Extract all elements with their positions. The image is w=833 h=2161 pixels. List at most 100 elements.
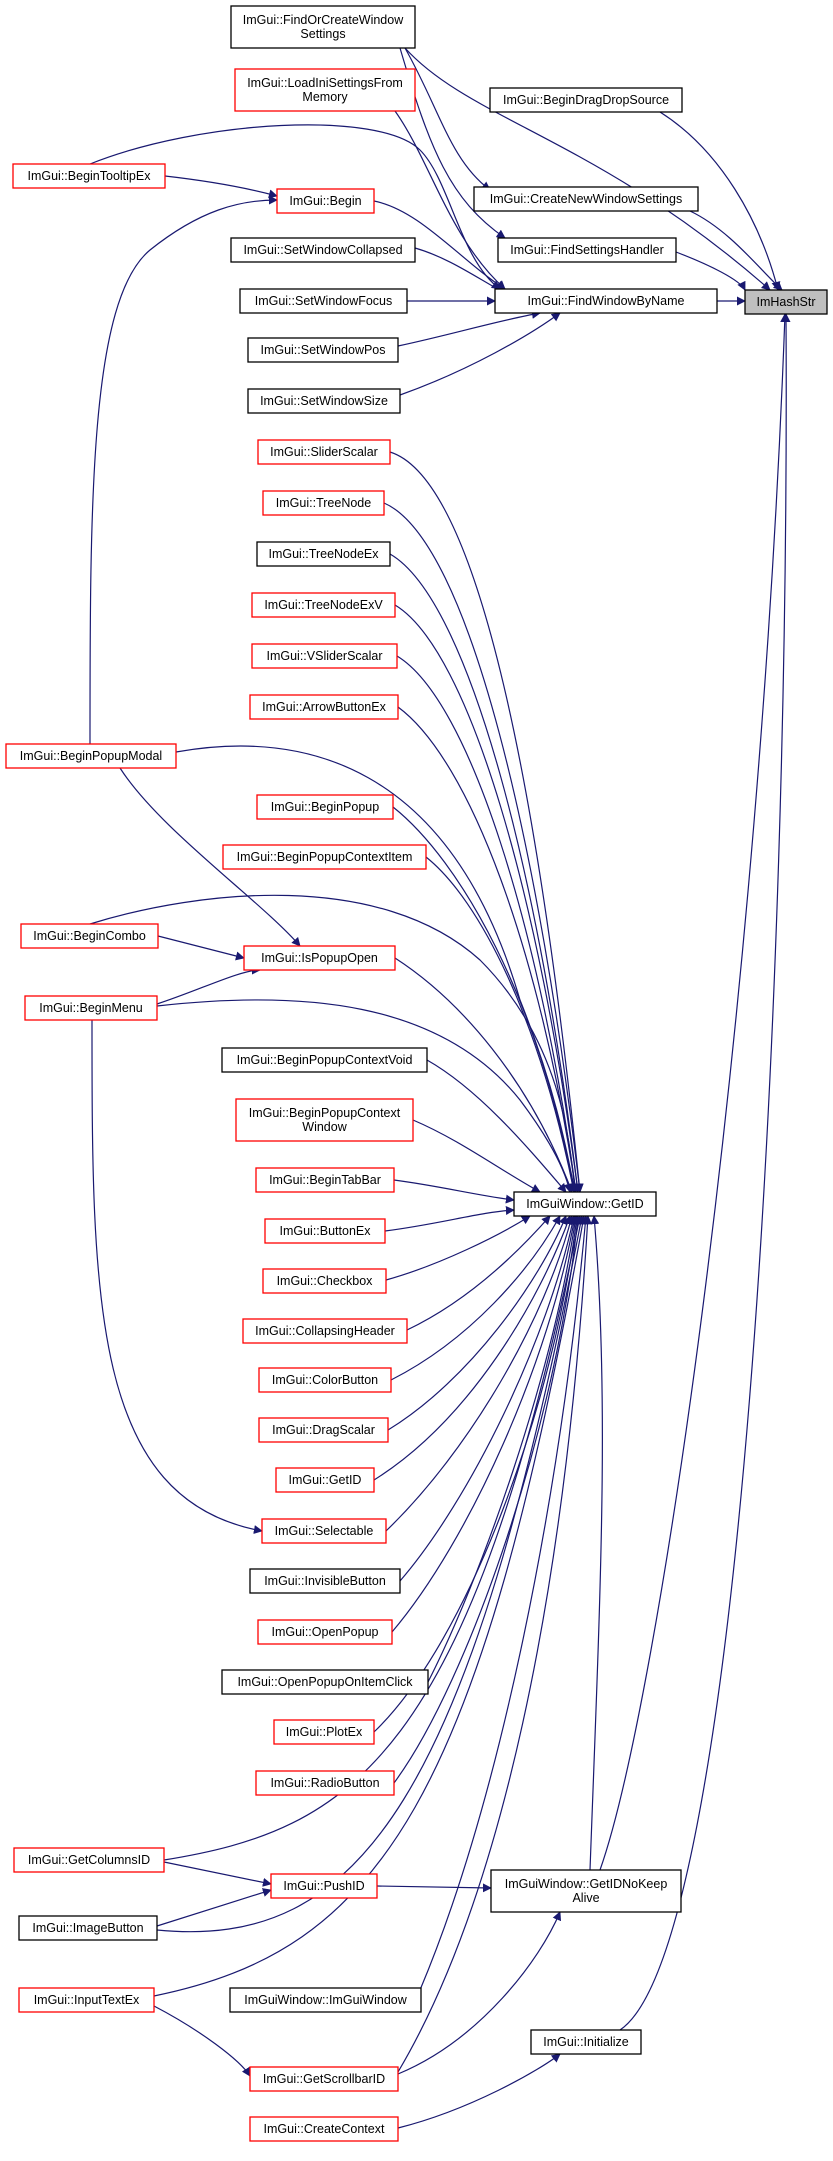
node-imgui-dragscalar[interactable]: ImGui::DragScalar <box>258 1417 389 1443</box>
node-imgui-findsettingshandler[interactable]: ImGui::FindSettingsHandler <box>497 237 677 263</box>
node-label: ImGui::BeginCombo <box>33 929 146 943</box>
node-imgui-beginmenu[interactable]: ImGui::BeginMenu <box>24 995 158 1021</box>
node-imgui-openpopup[interactable]: ImGui::OpenPopup <box>257 1619 393 1645</box>
node-imhashstr[interactable]: ImHashStr <box>744 289 828 315</box>
node-imgui-sliderscalar[interactable]: ImGui::SliderScalar <box>257 439 391 465</box>
node-imgui-beginpopup[interactable]: ImGui::BeginPopup <box>256 794 394 820</box>
node-imgui-colorbutton[interactable]: ImGui::ColorButton <box>258 1367 392 1393</box>
node-label: ImGui::BeginTabBar <box>269 1173 381 1187</box>
node-label: ImGui::OpenPopup <box>271 1625 378 1639</box>
node-label: ImGui::VSliderScalar <box>266 649 382 663</box>
node-imgui-beginpopupcontextvoid[interactable]: ImGui::BeginPopupContextVoid <box>221 1047 428 1073</box>
node-imgui-plotex[interactable]: ImGui::PlotEx <box>273 1719 375 1745</box>
node-imgui-setwindowfocus[interactable]: ImGui::SetWindowFocus <box>239 288 408 314</box>
edge-n19-to-n28 <box>175 745 578 1193</box>
node-label: ImGui::BeginMenu <box>39 1001 143 1015</box>
node-box <box>222 844 427 870</box>
node-label: ImGui::FindWindowByName <box>528 294 685 308</box>
node-imgui-findwindowbyname[interactable]: ImGui::FindWindowByName <box>494 288 718 314</box>
node-imgui-createcontext[interactable]: ImGui::CreateContext <box>249 2116 399 2142</box>
node-label: ImGui::CreateContext <box>264 2122 385 2136</box>
node-imgui-getcolumnsid[interactable]: ImGui::GetColumnsID <box>13 1847 165 1873</box>
node-imgui-treenodeex[interactable]: ImGui::TreeNodeEx <box>256 541 391 567</box>
node-imgui-vsliderscalar[interactable]: ImGui::VSliderScalar <box>251 643 398 669</box>
edge-n46-to-n28 <box>419 1215 590 1991</box>
edge-n44-to-n28 <box>156 1215 585 1933</box>
edge-n7-to-n9 <box>373 200 506 290</box>
node-imgui-inputtextex[interactable]: ImGui::InputTextEx <box>18 1987 155 2013</box>
node-box <box>251 643 398 669</box>
node-label: ImGui::PlotEx <box>286 1725 363 1739</box>
node-box <box>247 337 399 363</box>
edge-n11-to-n9 <box>397 309 541 347</box>
node-box <box>13 1847 165 1873</box>
node-box <box>249 694 399 720</box>
node-imgui-initialize[interactable]: ImGui::Initialize <box>530 2029 642 2055</box>
node-imgui-setwindowsize[interactable]: ImGui::SetWindowSize <box>247 388 401 414</box>
node-label: ImGui::ArrowButtonEx <box>262 700 386 714</box>
node-imgui-getid[interactable]: ImGui::GetID <box>275 1467 375 1493</box>
edge-n42-to-n43 <box>376 1883 492 1893</box>
node-label: ImGui::FindSettingsHandler <box>510 243 664 257</box>
node-imgui-invisiblebutton[interactable]: ImGui::InvisibleButton <box>249 1568 401 1594</box>
node-imgui-treenodeexv[interactable]: ImGui::TreeNodeExV <box>251 592 396 618</box>
edge-n6-to-n9 <box>89 124 501 290</box>
node-imgui-collapsingheader[interactable]: ImGui::CollapsingHeader <box>242 1318 408 1344</box>
node-label: ImGui::SetWindowPos <box>260 343 385 357</box>
node-imgui-checkbox[interactable]: ImGui::Checkbox <box>262 1268 387 1294</box>
node-label: ImGui::PushID <box>283 1879 364 1893</box>
node-box <box>229 1987 422 2013</box>
node-imgui-begintabbar[interactable]: ImGui::BeginTabBar <box>255 1167 395 1193</box>
node-label: ImGuiWindow::GetID <box>526 1197 643 1211</box>
node-imgui-setwindowpos[interactable]: ImGui::SetWindowPos <box>247 337 399 363</box>
node-box <box>530 2029 642 2055</box>
node-imgui-getscrollbarid[interactable]: ImGui::GetScrollbarID <box>249 2066 399 2092</box>
edge-n16-to-n28 <box>394 604 582 1193</box>
edge-n1-to-n4 <box>404 47 491 191</box>
node-imguiwindow-getid[interactable]: ImGuiWindow::GetID <box>513 1191 657 1217</box>
node-imgui-selectable[interactable]: ImGui::Selectable <box>261 1518 387 1544</box>
node-label: ImGui::SetWindowFocus <box>255 294 393 308</box>
edge-n44-to-n42 <box>156 1888 272 1927</box>
node-imgui-imagebutton[interactable]: ImGui::ImageButton <box>18 1915 158 1941</box>
node-label: ImGui::DragScalar <box>272 1423 375 1437</box>
node-box <box>256 794 394 820</box>
node-imgui-setwindowcollapsed[interactable]: ImGui::SetWindowCollapsed <box>230 237 416 263</box>
edge-n5-to-n0 <box>675 251 746 291</box>
node-imgui-treenode[interactable]: ImGui::TreeNode <box>262 490 385 516</box>
node-imgui-buttonex[interactable]: ImGui::ButtonEx <box>264 1218 386 1244</box>
edge-n22-to-n28 <box>89 894 579 1193</box>
node-imgui-begincombo[interactable]: ImGui::BeginCombo <box>20 923 159 949</box>
node-label: ImGui::BeginTooltipEx <box>28 169 152 183</box>
node-label: ImGui::BeginPopupContextItem <box>237 850 413 864</box>
node-imguiwindow-imguiwindow[interactable]: ImGuiWindow::ImGuiWindow <box>229 1987 422 2013</box>
edge-n15-to-n28 <box>389 553 582 1193</box>
node-imgui-createnewwindowsettings[interactable]: ImGui::CreateNewWindowSettings <box>473 186 699 212</box>
edge-n19-to-n7 <box>89 195 278 745</box>
edge-n32-to-n28 <box>390 1215 561 1381</box>
node-imgui-ispopupopen[interactable]: ImGui::IsPopupOpen <box>243 945 396 971</box>
node-box <box>256 541 391 567</box>
node-box <box>242 1318 408 1344</box>
node-box <box>257 439 391 465</box>
node-label: ImGuiWindow::GetIDNoKeep <box>505 1877 668 1891</box>
node-imgui-begindragdropsource[interactable]: ImGui::BeginDragDropSource <box>489 87 683 113</box>
node-box <box>473 186 699 212</box>
node-imgui-openpopuponitemclick[interactable]: ImGui::OpenPopupOnItemClick <box>221 1669 429 1695</box>
node-imgui-begintooltipex[interactable]: ImGui::BeginTooltipEx <box>12 163 166 189</box>
node-imgui-arrowbuttonex[interactable]: ImGui::ArrowButtonEx <box>249 694 399 720</box>
node-imgui-radiobutton[interactable]: ImGui::RadioButton <box>255 1770 395 1796</box>
node-imgui-begin[interactable]: ImGui::Begin <box>276 188 375 214</box>
node-imgui-beginpopupmodal[interactable]: ImGui::BeginPopupModal <box>5 743 177 769</box>
node-box <box>230 237 416 263</box>
node-box <box>12 163 166 189</box>
node-imgui-pushid[interactable]: ImGui::PushID <box>270 1873 378 1899</box>
edge-n33-to-n28 <box>387 1215 568 1431</box>
node-box <box>24 995 158 1021</box>
edge-n26-to-n28 <box>412 1119 541 1193</box>
node-imgui-beginpopupcontextitem[interactable]: ImGui::BeginPopupContextItem <box>222 844 427 870</box>
